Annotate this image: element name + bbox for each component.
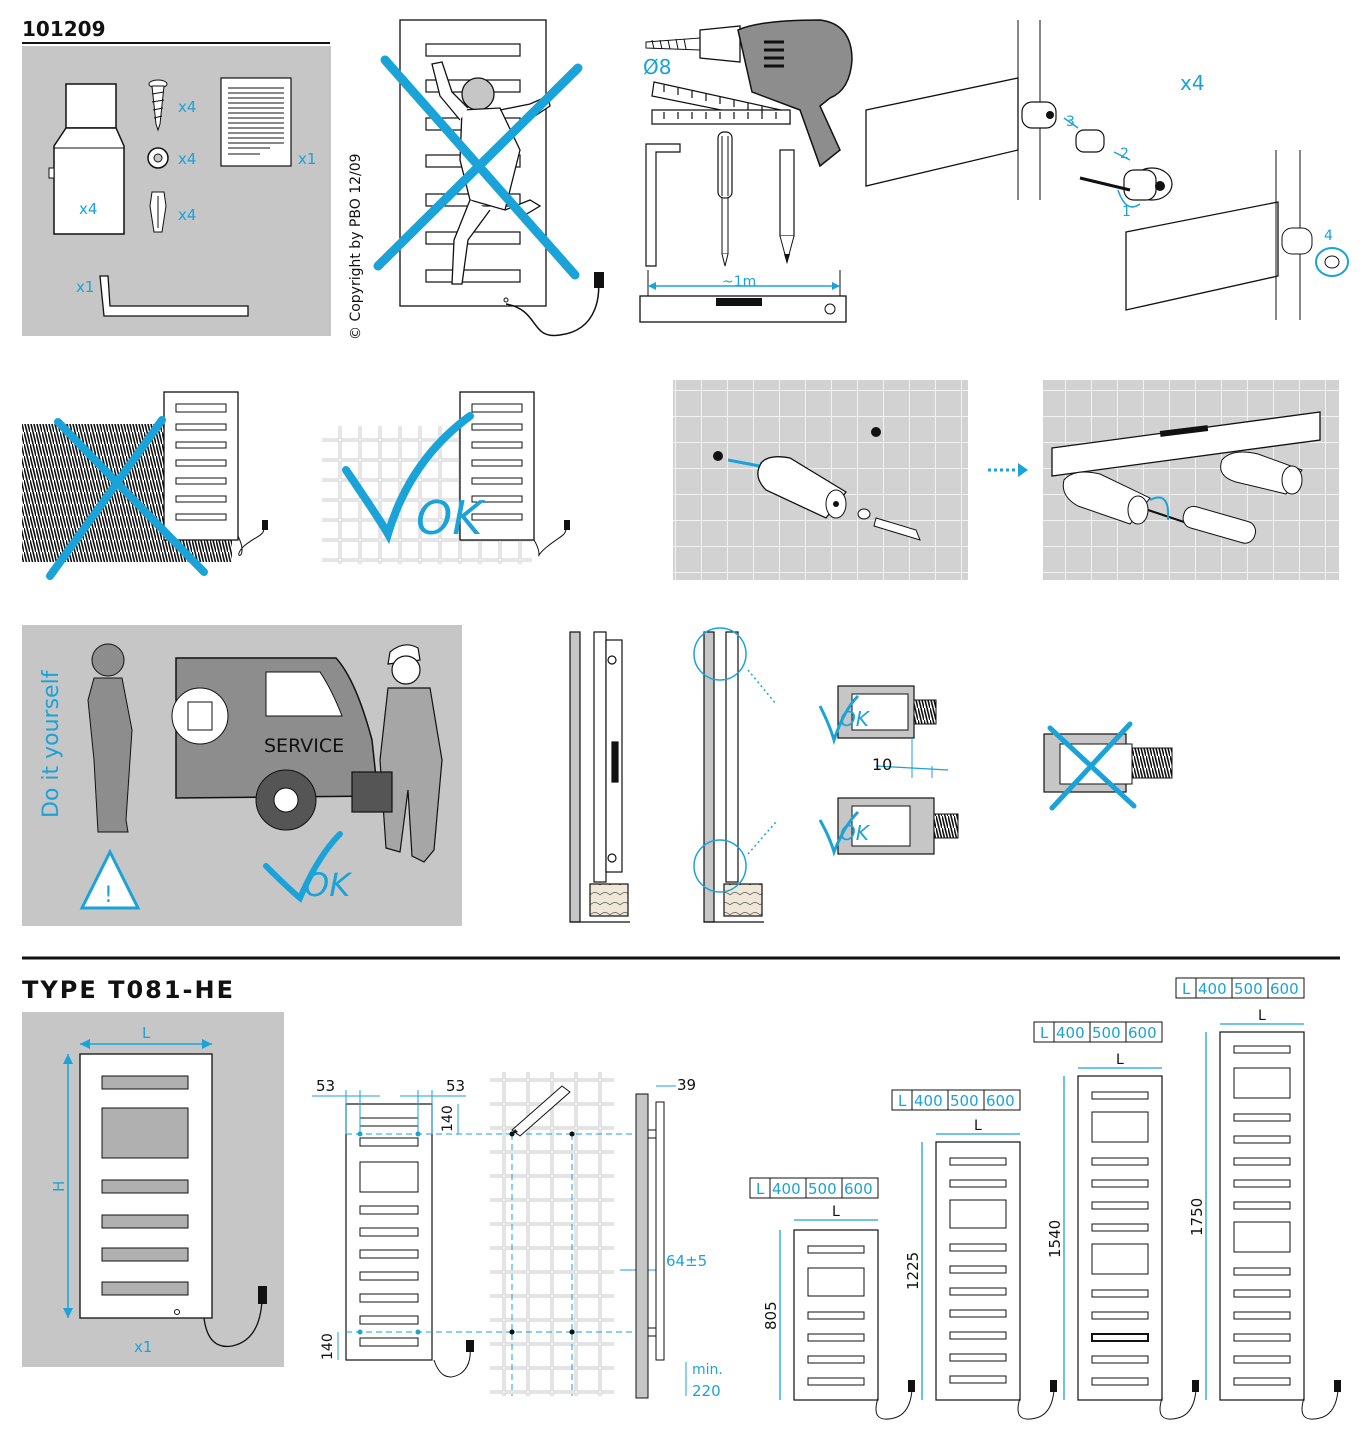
- gap-dimension-label: 10: [872, 755, 892, 774]
- overview-height-label: H: [50, 1181, 68, 1192]
- folding-rule-icon: [651, 81, 791, 125]
- top-offset-dim: 140: [440, 1105, 456, 1132]
- bracket-detail-correct: OK 10 OK: [818, 685, 959, 857]
- assembly-qty: x4: [1180, 71, 1205, 95]
- drill-icon: [645, 19, 853, 168]
- model-805-height: 805: [762, 1301, 780, 1330]
- model-1540-width-400: 400: [1056, 1024, 1085, 1042]
- model-1225-width-500: 500: [950, 1092, 979, 1110]
- suitable-wall-example: OK: [322, 391, 570, 564]
- unsuitable-wall-example: [22, 391, 268, 580]
- washer-qty: x4: [178, 150, 196, 168]
- manual-qty: x1: [298, 150, 316, 168]
- required-tools: Ø8: [639, 19, 853, 323]
- step-4-label: 4: [1324, 228, 1333, 244]
- model-1225-height: 1225: [904, 1252, 922, 1290]
- dimension-overview-panel: L H x1: [22, 1012, 284, 1367]
- model-1225-width-400: 400: [914, 1092, 943, 1110]
- overview-width-label: L: [142, 1024, 151, 1042]
- model-1750-width-500: 500: [1234, 980, 1263, 998]
- bottom-offset-dim: 140: [320, 1333, 336, 1360]
- pencil-icon: [779, 149, 795, 264]
- wall-gap-dim: 64±5: [666, 1252, 707, 1270]
- model-805-width-500: 500: [808, 1180, 837, 1198]
- model-1540-height: 1540: [1046, 1220, 1064, 1258]
- model-1225-width-l: L: [898, 1092, 907, 1110]
- model-1750-width-l: L: [1182, 980, 1191, 998]
- model-1750-l: L: [1258, 1008, 1266, 1024]
- wall-spacer-icon: [48, 83, 125, 235]
- spacer-assembly-diagram: x4 1 2 3 4: [865, 20, 1349, 320]
- model-1540-width-500: 500: [1092, 1024, 1121, 1042]
- bracket-detail-wrong: [1043, 721, 1173, 811]
- do-it-yourself-label: Do it yourself: [39, 669, 64, 818]
- level-length: ~1m: [722, 274, 756, 290]
- right-margin-dim: 53: [446, 1077, 465, 1095]
- kit-contents-panel: x4 x4 x4 x4: [22, 46, 331, 336]
- model-variants: L 400 500 600 L 805 L 400 500 600 L: [749, 977, 1341, 1420]
- min-floor-dim: 220: [692, 1382, 721, 1400]
- model-1750: L 400 500 600 L 1750: [1175, 977, 1341, 1420]
- spacer-body-qty: x4: [79, 200, 97, 218]
- model-1750-width-400: 400: [1198, 980, 1227, 998]
- ok-mark-bracket-top: OK: [840, 707, 871, 731]
- model-1750-height: 1750: [1188, 1198, 1206, 1236]
- van-service-text: SERVICE: [264, 735, 344, 757]
- service-panel: Do it yourself ! SERVICE OK: [22, 625, 462, 926]
- step-2-label: 2: [1120, 146, 1129, 162]
- model-1540-width-l: L: [1040, 1024, 1049, 1042]
- step-3-label: 3: [1066, 114, 1075, 130]
- plug-qty: x4: [178, 206, 196, 224]
- ok-mark-bracket-bottom: OK: [840, 821, 871, 845]
- model-1225-l: L: [974, 1118, 982, 1134]
- header: 101209: [22, 17, 330, 44]
- person-silhouette-icon: [87, 643, 133, 833]
- screwdriver-icon: [717, 131, 733, 267]
- model-805-l: L: [832, 1204, 840, 1220]
- model-805-width-l: L: [756, 1180, 765, 1198]
- warning-triangle-icon: !: [79, 848, 141, 910]
- ok-mark-service: OK: [304, 866, 353, 904]
- level-check-diagram: [1043, 380, 1339, 580]
- type-title: TYPE T081-HE: [22, 976, 235, 1004]
- model-1540: L 400 500 600 L 1540: [1033, 1021, 1199, 1420]
- model-1225-width-600: 600: [986, 1092, 1015, 1110]
- allen-key-icon: [99, 275, 249, 317]
- step-1-label: 1: [1122, 204, 1131, 220]
- wall-plug-icon: [149, 191, 167, 233]
- manual-document-icon: [220, 77, 292, 167]
- wall-drilling-diagram: [673, 380, 968, 580]
- model-1540-l: L: [1116, 1052, 1124, 1068]
- model-805: L 400 500 600 L 805: [749, 1177, 915, 1420]
- technician-icon: [351, 644, 443, 863]
- side-section-view: [569, 627, 764, 923]
- model-1540-width-600: 600: [1128, 1024, 1157, 1042]
- washer-icon: [147, 147, 169, 169]
- hex-key-icon: [645, 143, 681, 267]
- overview-qty: x1: [134, 1338, 152, 1356]
- ok-mark-wall: OK: [416, 491, 486, 545]
- model-805-width-600: 600: [844, 1180, 873, 1198]
- no-climbing-warning: [373, 19, 604, 337]
- drill-bit-size: Ø8: [643, 55, 671, 79]
- key-qty: x1: [76, 278, 94, 296]
- model-1750-width-600: 600: [1270, 980, 1299, 998]
- screw-qty: x4: [178, 98, 196, 116]
- copyright-text: © Copyright by PBO 12/09: [348, 153, 364, 340]
- min-label: min.: [692, 1362, 723, 1378]
- mounting-dimensions-diagram: 53 53 140 140 39 64±5 min. 220: [312, 1072, 723, 1400]
- spirit-level-icon: [639, 270, 847, 323]
- marking-pencil-icon: [511, 1085, 571, 1137]
- document-number: 101209: [22, 17, 106, 41]
- depth-dim: 39: [677, 1076, 696, 1094]
- model-1225: L 400 500 600 L 1225: [891, 1089, 1057, 1420]
- screw-icon: [148, 79, 168, 132]
- warning-symbol: !: [104, 883, 113, 908]
- service-van-icon: SERVICE: [171, 657, 379, 831]
- left-margin-dim: 53: [316, 1077, 335, 1095]
- model-805-width-400: 400: [772, 1180, 801, 1198]
